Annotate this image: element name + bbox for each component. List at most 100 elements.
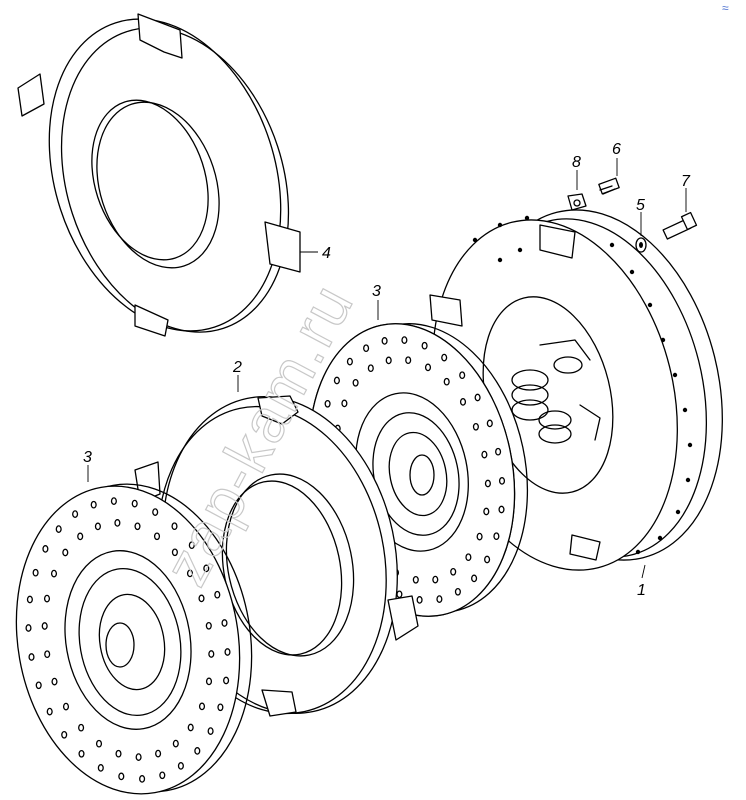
disc-hole xyxy=(341,399,348,408)
callout-4: 4 xyxy=(322,245,331,262)
disc-hole xyxy=(62,702,70,711)
disc-hole xyxy=(152,508,159,516)
disc-hole xyxy=(188,541,195,550)
disc-hole xyxy=(51,677,58,686)
disc-hole xyxy=(401,336,408,344)
disc-hole xyxy=(41,622,48,630)
disc-hole xyxy=(214,590,221,599)
disc-hole xyxy=(134,522,141,531)
disc-hole xyxy=(424,363,432,372)
intermediate-plate-part-4 xyxy=(17,13,318,337)
callout-1: 1 xyxy=(637,582,646,599)
corner-mark: ≈ xyxy=(722,1,729,15)
disc-hole xyxy=(221,619,228,627)
disc-hole xyxy=(50,569,58,578)
disc-hole xyxy=(97,764,104,772)
lock-plate-part-8 xyxy=(567,170,587,211)
washer-part-5 xyxy=(635,212,647,253)
disc-hole xyxy=(187,723,194,732)
pressure-springs xyxy=(511,339,601,444)
disc-hole xyxy=(203,564,210,573)
disc-hole xyxy=(476,532,483,541)
disc-hole xyxy=(324,399,331,408)
bolt-part-6 xyxy=(598,158,620,195)
disc-hole xyxy=(436,595,443,603)
cover-rim-holes xyxy=(472,215,693,555)
disc-hole xyxy=(363,344,370,353)
callout-3-rear: 3 xyxy=(372,283,381,300)
disc-hole xyxy=(412,575,419,584)
disc-hole xyxy=(450,567,457,576)
disc-hole xyxy=(35,681,42,690)
disc-hole xyxy=(72,510,79,518)
disc-hole xyxy=(42,545,49,553)
disc-hole xyxy=(217,703,224,712)
disc-hole xyxy=(135,753,142,761)
callout-7: 7 xyxy=(681,173,691,190)
disc-hole xyxy=(208,650,215,658)
disc-hole xyxy=(32,568,39,577)
disc-hole xyxy=(454,587,461,596)
callout-6: 6 xyxy=(612,141,621,158)
disc-hole xyxy=(118,772,125,781)
disc-hole xyxy=(381,337,388,345)
callout-5: 5 xyxy=(636,197,645,214)
disc-hole xyxy=(205,677,213,686)
disc-hole xyxy=(333,376,340,385)
disc-hole xyxy=(25,624,32,632)
disc-hole xyxy=(484,479,491,488)
disc-hole xyxy=(459,398,467,406)
disc-hole xyxy=(432,575,439,584)
disc-hole xyxy=(481,450,488,459)
disc-hole xyxy=(459,371,466,380)
disc-holes-front xyxy=(25,497,231,783)
clutch-cover-part-1 xyxy=(429,209,723,579)
disc-hole xyxy=(421,341,428,350)
disc-hole xyxy=(77,532,84,541)
disc-hole xyxy=(94,522,101,531)
disc-hole xyxy=(55,525,62,533)
callout-2: 2 xyxy=(232,359,242,376)
disc-hole xyxy=(46,707,53,716)
disc-hole xyxy=(385,356,392,365)
disc-hole xyxy=(131,499,138,508)
disc-hole xyxy=(78,749,85,758)
disc-hole xyxy=(352,378,359,387)
disc-hole xyxy=(443,377,450,386)
disc-hole xyxy=(405,356,412,365)
disc-hole xyxy=(159,771,166,780)
disc-hole xyxy=(441,353,448,362)
disc-hole xyxy=(110,497,117,505)
disc-hole xyxy=(171,548,178,557)
disc-hole xyxy=(484,555,491,564)
disc-hole xyxy=(495,447,502,456)
disc-hole xyxy=(61,730,68,739)
disc-hole xyxy=(493,532,500,541)
disc-hole xyxy=(198,702,206,711)
disc-hole xyxy=(346,357,353,366)
disc-hole xyxy=(171,522,178,531)
disc-hole xyxy=(186,569,194,578)
callout-8: 8 xyxy=(572,154,581,171)
disc-hole xyxy=(474,393,481,402)
disc-hole xyxy=(224,648,231,656)
disc-hole xyxy=(155,749,162,758)
disc-hole xyxy=(28,653,35,661)
callout-3-front: 3 xyxy=(83,449,92,466)
disc-hole xyxy=(26,595,33,604)
disc-hole xyxy=(207,727,214,735)
disc-hole xyxy=(62,548,69,557)
disc-hole xyxy=(198,594,205,603)
disc-hole xyxy=(486,419,493,428)
disc-hole xyxy=(498,477,506,485)
disc-hole xyxy=(416,596,423,604)
disc-hole xyxy=(471,574,478,583)
disc-hole xyxy=(194,747,201,755)
disc-hole xyxy=(177,762,184,770)
bolt-part-7 xyxy=(662,188,698,240)
disc-hole xyxy=(44,650,51,659)
disc-hole xyxy=(115,749,122,758)
disc-hole xyxy=(223,676,230,685)
disc-hole xyxy=(367,364,374,373)
